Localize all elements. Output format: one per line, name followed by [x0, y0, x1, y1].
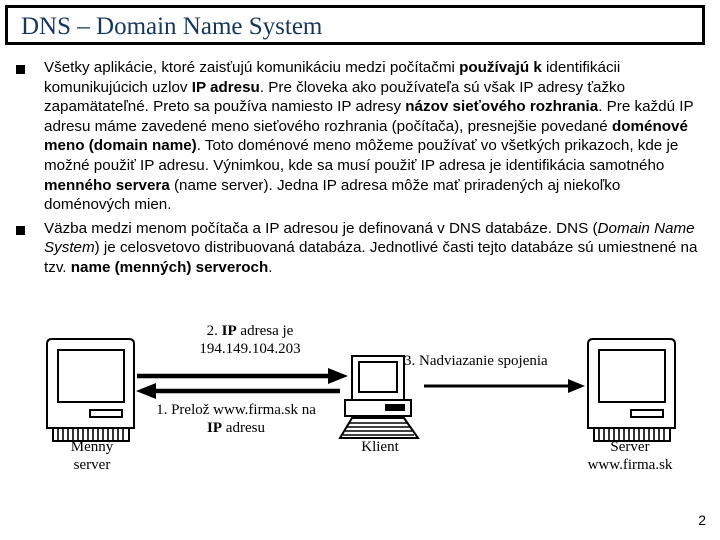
bullet-1-text: Všetky aplikácie, ktoré zaisťujú komunik…	[44, 59, 694, 214]
web-server-icon	[587, 338, 676, 442]
arrow-label-step-2: 2. IP adresa je 194.149.104.203	[160, 322, 340, 358]
slide-title-box: DNS – Domain Name System	[5, 5, 705, 45]
step2-line1: 2. IP adresa je	[206, 323, 294, 339]
client-label-line1: Klient	[361, 439, 399, 455]
node-label-client: Klient	[325, 438, 435, 456]
list-item: Väzba medzi menom počítača a IP adresou …	[0, 219, 720, 278]
step1-line1: 1. Prelož www.firma.sk na	[156, 402, 316, 418]
client-icon	[338, 355, 420, 439]
square-bullet-icon	[16, 65, 25, 74]
arrow-reply-to-client	[137, 368, 348, 384]
arrow-label-step-1: 1. Prelož www.firma.sk na IP adresu	[126, 401, 346, 437]
step1-line2: IP adresu	[207, 420, 265, 436]
arrow-connect-to-server	[424, 379, 585, 393]
slide-body: Všetky aplikácie, ktoré zaisťujú komunik…	[0, 58, 720, 282]
web-server-label-line2: www.firma.sk	[587, 457, 673, 473]
dns-resolution-diagram	[0, 316, 720, 506]
bullet-2-text: Väzba medzi menom počítača a IP adresou …	[44, 219, 698, 276]
name-server-label-line2: server	[73, 457, 111, 473]
page-title: DNS – Domain Name System	[21, 13, 323, 40]
square-bullet-icon	[16, 225, 25, 235]
name-server-icon	[46, 338, 135, 442]
step2-ip-address: 194.149.104.203	[199, 341, 301, 357]
node-label-web-server: Server www.firma.sk	[560, 438, 700, 474]
web-server-label-line1: Server	[610, 439, 650, 455]
list-item: Všetky aplikácie, ktoré zaisťujú komunik…	[0, 58, 720, 215]
node-label-name-server: Menný server	[32, 438, 152, 474]
arrow-query-to-nameserver	[136, 383, 340, 399]
name-server-label-line1: Menný	[70, 439, 114, 455]
arrow-label-step-3: 3. Nadviazanie spojenia	[404, 353, 548, 369]
page-number: 2	[698, 512, 706, 528]
